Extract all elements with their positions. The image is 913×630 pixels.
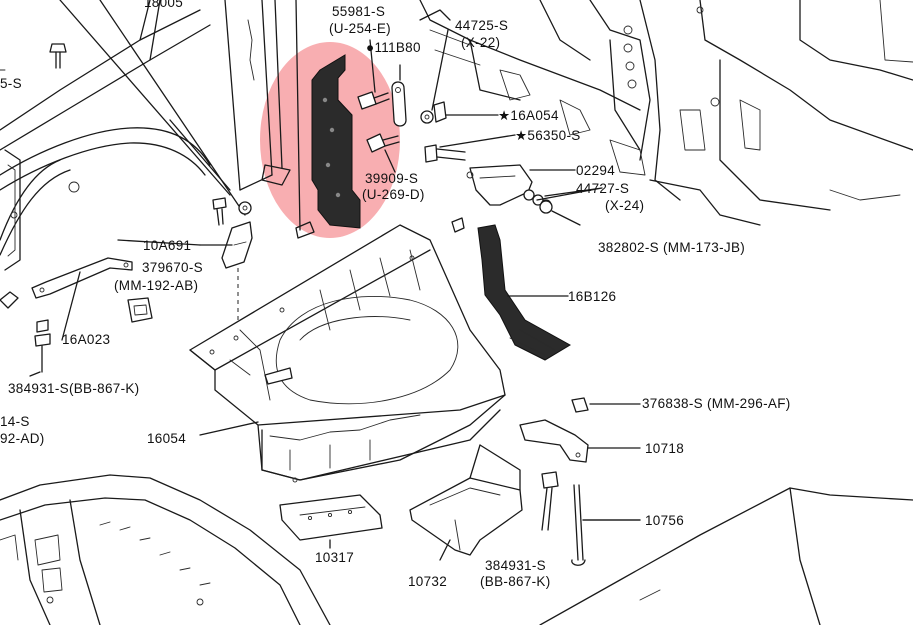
bracket-10718 (519, 419, 641, 463)
strap-16b126 (477, 224, 571, 361)
hole-small (466, 171, 474, 179)
bracket-edge-left (0, 291, 19, 309)
label-10a691: 10A691 (143, 238, 191, 253)
nut-382802 (539, 200, 581, 226)
bracket-10317 (279, 494, 383, 549)
label-44725: 44725-S (455, 18, 508, 33)
nut-44725 (420, 29, 499, 124)
label-384931-right: 384931-S (485, 558, 546, 573)
label-16b126: 16B126 (568, 289, 616, 304)
label-16a023: 16A023 (62, 332, 110, 347)
label-92ad: 92-AD) (0, 431, 45, 446)
label-5s: 5-S (0, 76, 22, 91)
label-x24: (X-24) (605, 198, 644, 213)
part-labels: 18005 5-S 55981-S (U-254-E) ●111B80 4472… (0, 0, 791, 589)
label-10756: 10756 (645, 513, 684, 528)
bolt-384931-left (34, 319, 51, 373)
label-x22: (X-22) (461, 35, 500, 50)
dark-bracket-highlighted (295, 54, 361, 239)
battery-tray-16054 (189, 224, 506, 483)
leader-lines (29, 239, 641, 521)
label-mm192: (MM-192-AB) (114, 278, 198, 293)
label-56350: ★56350-S (515, 128, 581, 143)
bolt-384931-right (541, 471, 559, 531)
label-379670: 379670-S (142, 260, 203, 275)
label-16a054: ★16A054 (498, 108, 559, 123)
radiator-support-lower (0, 474, 331, 626)
bar-16a023 (31, 257, 133, 341)
nut-376838 (571, 397, 641, 413)
clip-111b80 (391, 64, 407, 127)
label-382802: 382802-S (MM-173-JB) (598, 240, 745, 255)
rod-10756 (571, 484, 641, 566)
label-39909: 39909-S (365, 171, 418, 186)
bolt-55981 (357, 39, 390, 110)
label-44727: 44727-S (576, 181, 629, 196)
holddown-10732 (409, 444, 523, 561)
clip-379670 (127, 297, 153, 323)
label-10732: 10732 (408, 574, 447, 589)
label-55981: 55981-S (332, 4, 385, 19)
label-02294: 02294 (576, 163, 615, 178)
label-111b80: ●111B80 (366, 40, 421, 55)
cowl-firewall (419, 0, 913, 226)
label-384931-left: 384931-S(BB-867-K) (8, 381, 139, 396)
bolt-56350 (424, 134, 516, 163)
bracket-02294 (469, 164, 576, 206)
label-u269: (U-269-D) (362, 187, 425, 202)
label-u254: (U-254-E) (329, 21, 391, 36)
label-16054: 16054 (147, 431, 186, 446)
label-10317: 10317 (315, 550, 354, 565)
label-376838: 376838-S (MM-296-AF) (642, 396, 791, 411)
bolt-39909 (366, 133, 400, 173)
fender-panel-right (539, 487, 913, 626)
label-14s: 14-S (0, 414, 30, 429)
clip-small (451, 217, 465, 233)
label-10718: 10718 (645, 441, 684, 456)
label-bb867-right: (BB-867-K) (480, 574, 551, 589)
bracket-10a691 (199, 197, 253, 340)
fender-apron-left (0, 0, 301, 271)
label-top: 18005 (144, 0, 183, 10)
